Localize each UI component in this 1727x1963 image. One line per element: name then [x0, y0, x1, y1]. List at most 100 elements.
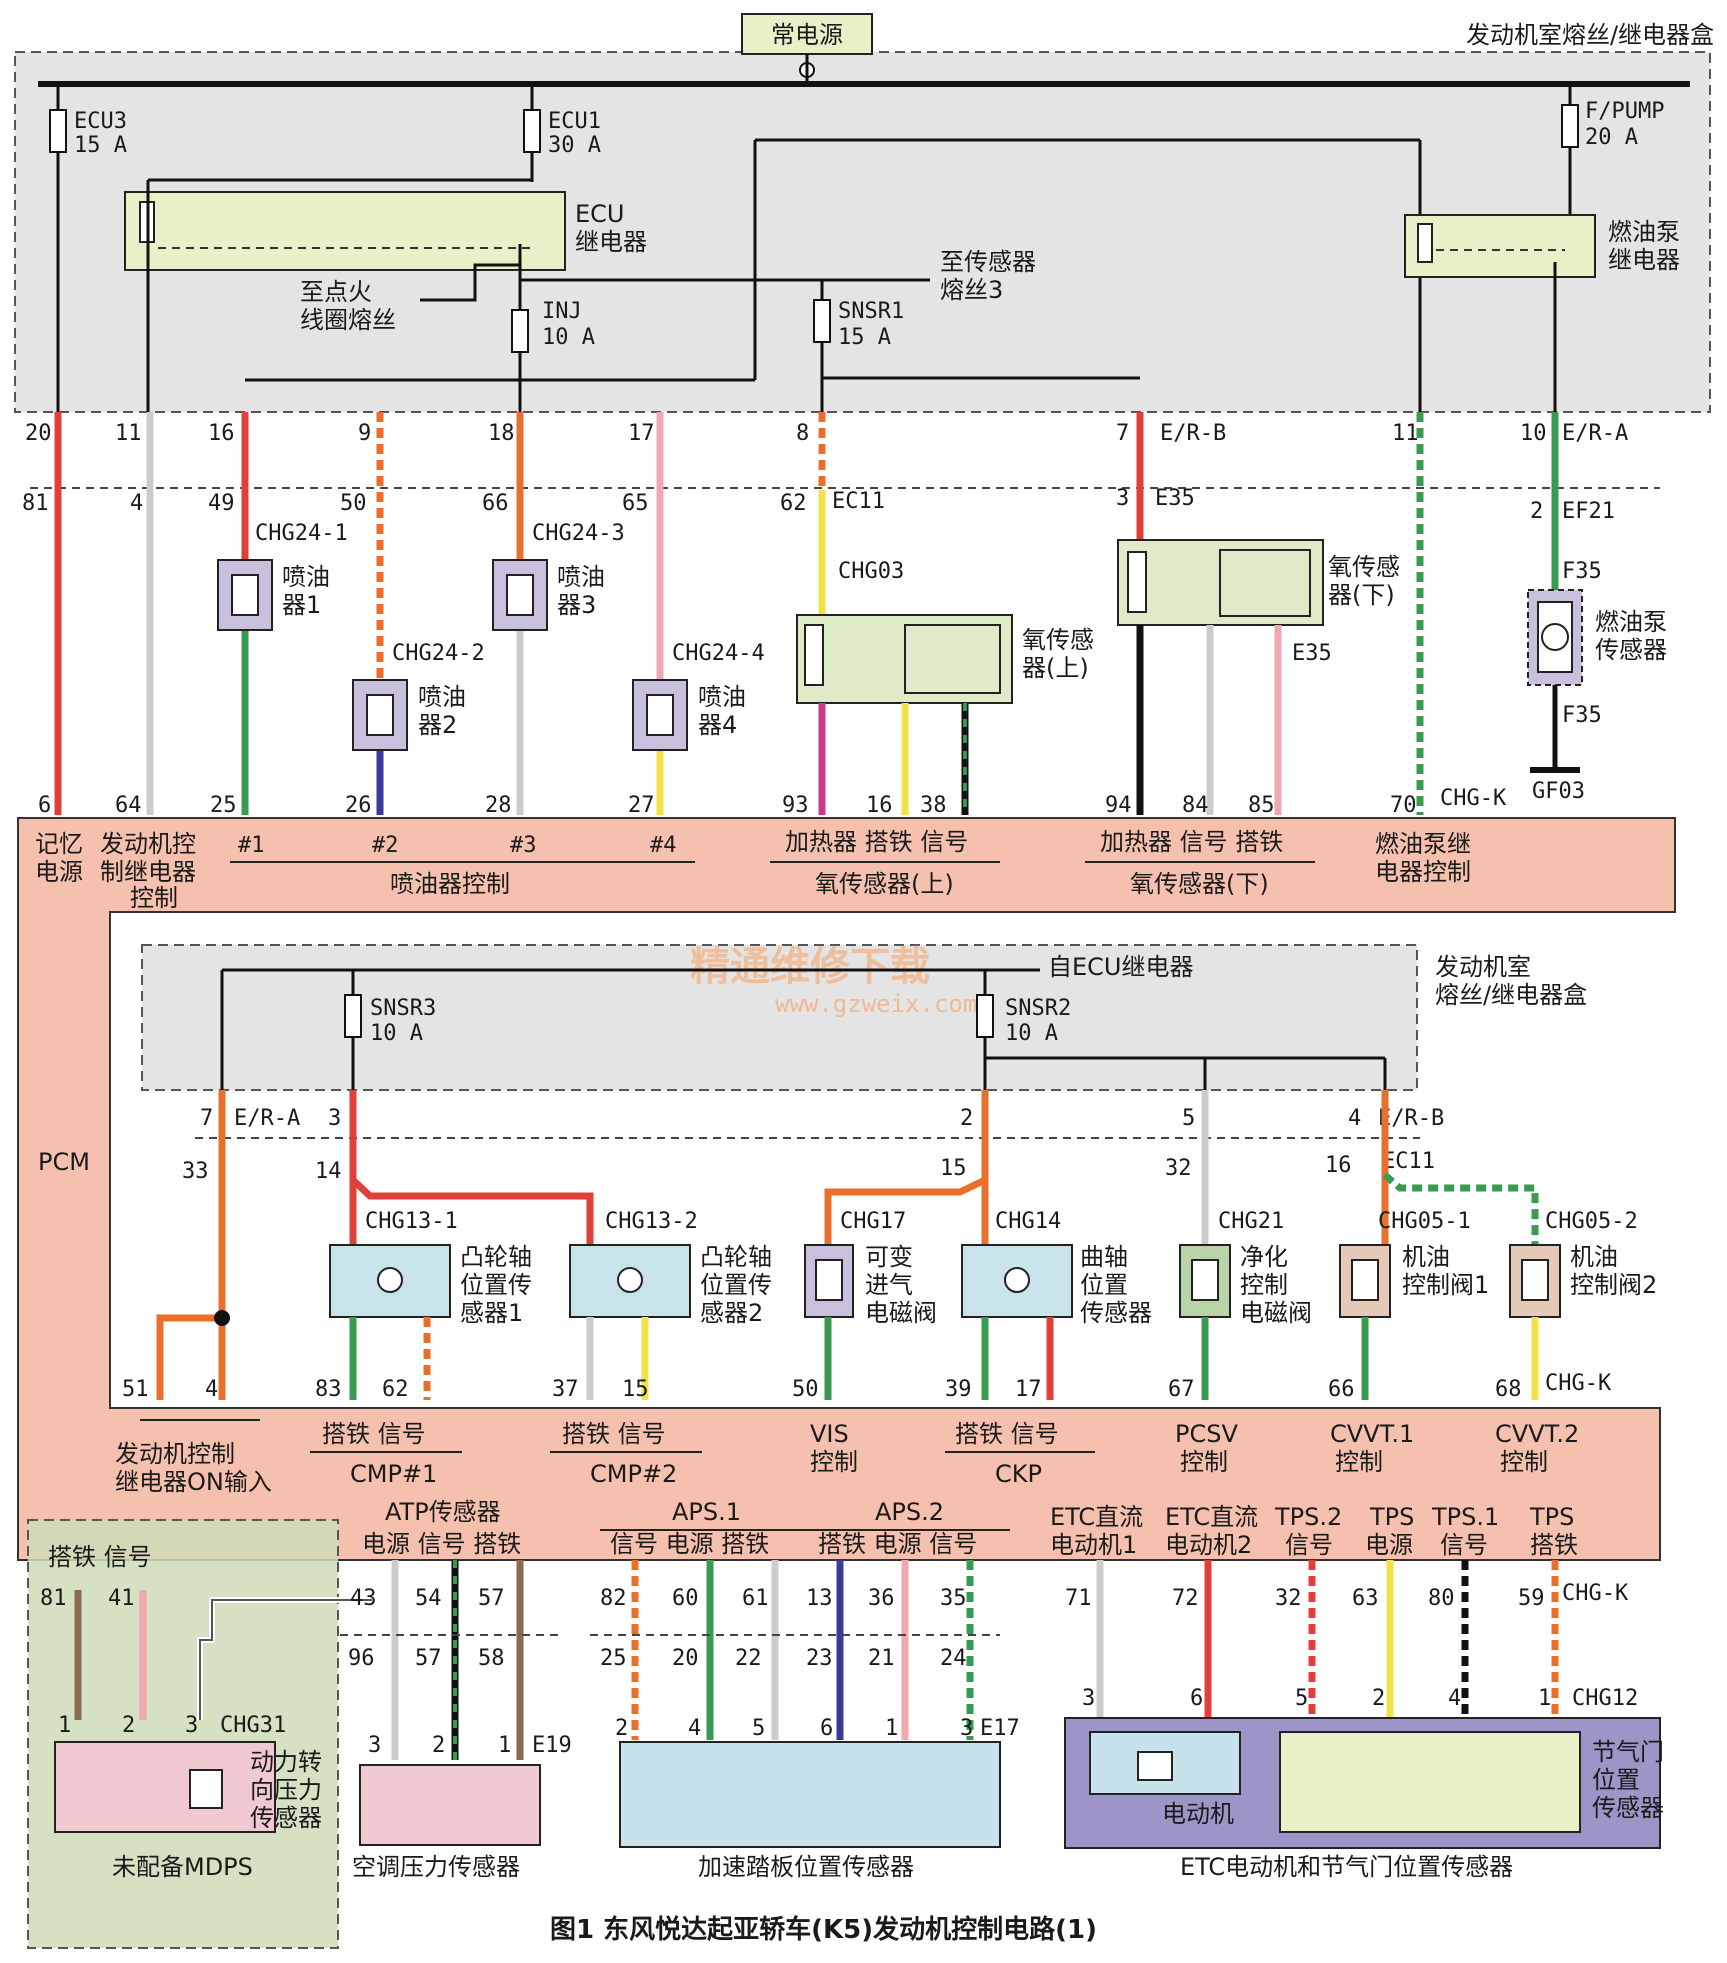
svg-text:50: 50: [340, 491, 367, 516]
svg-text:35: 35: [940, 1586, 967, 1611]
ecu-relay-label-1: ECU: [575, 200, 625, 228]
svg-text:CHG31: CHG31: [220, 1713, 286, 1738]
svg-text:66: 66: [482, 491, 509, 516]
svg-text:41: 41: [108, 1586, 135, 1611]
svg-text:E35: E35: [1292, 641, 1332, 666]
svg-text:67: 67: [1168, 1377, 1195, 1402]
svg-text:电磁阀: 电磁阀: [1240, 1299, 1312, 1327]
svg-text:继电器ON输入: 继电器ON输入: [115, 1468, 272, 1496]
svg-text:68: 68: [1495, 1377, 1522, 1402]
aps-pins: 82 60 61 13 36 35 25 20 22 23 21 24 2 4 …: [600, 1586, 1020, 1741]
svg-text:85: 85: [1248, 793, 1275, 818]
svg-text:电器控制: 电器控制: [1375, 858, 1471, 886]
svg-text:15: 15: [940, 1156, 967, 1181]
mdps-sensor: 动力转 向压力 传感器: [54, 1741, 322, 1833]
svg-text:1: 1: [498, 1733, 511, 1758]
svg-text:32: 32: [1275, 1586, 1302, 1611]
svg-text:CVVT.2: CVVT.2: [1495, 1420, 1579, 1448]
pump-relay-label-1: 燃油泵: [1608, 218, 1680, 246]
svg-text:制继电器: 制继电器: [100, 858, 196, 886]
svg-text:5: 5: [1182, 1106, 1195, 1131]
svg-text:VIS: VIS: [810, 1420, 849, 1448]
svg-text:6: 6: [820, 1716, 833, 1741]
svg-text:控制阀1: 控制阀1: [1402, 1271, 1489, 1299]
ecu-relay-label-2: 继电器: [575, 228, 647, 256]
fuel-pump-relay: [1404, 214, 1596, 278]
svg-text:TPS.1: TPS.1: [1431, 1503, 1499, 1531]
mid-pins: 7 E/R-A 3 2 5 4 E/R-B 33 14 15 32 16 EC1…: [182, 1106, 1444, 1184]
svg-text:器1: 器1: [282, 591, 321, 619]
svg-text:80: 80: [1428, 1586, 1455, 1611]
svg-text:电源: 电源: [35, 858, 83, 886]
svg-text:CHG-K: CHG-K: [1440, 786, 1507, 811]
svg-text:EC11: EC11: [1382, 1149, 1435, 1174]
svg-text:CHG05-1: CHG05-1: [1378, 1209, 1471, 1234]
svg-text:81: 81: [40, 1586, 67, 1611]
svg-text:21: 21: [868, 1646, 895, 1671]
svg-text:2: 2: [1372, 1686, 1385, 1711]
svg-text:4: 4: [1448, 1686, 1461, 1711]
oil-valve-1: CHG05-1 机油 控制阀1: [1339, 1209, 1489, 1318]
svg-text:5: 5: [752, 1716, 765, 1741]
injector-2: CHG24-2 喷油 器2: [352, 641, 485, 751]
o2-sensor-lower: 氧传感 器(下) E35: [1117, 539, 1400, 666]
svg-text:加热器 搭铁 信号: 加热器 搭铁 信号: [785, 828, 968, 856]
mdps-area: [27, 1519, 339, 1949]
svg-text:SNSR2: SNSR2: [1005, 996, 1071, 1021]
svg-text:36: 36: [868, 1586, 895, 1611]
svg-text:ETC直流: ETC直流: [1165, 1503, 1258, 1531]
svg-text:15: 15: [622, 1377, 649, 1402]
svg-text:E/R-A: E/R-A: [1562, 421, 1628, 446]
ac-caption: 空调压力传感器: [352, 1853, 520, 1881]
svg-text:位置: 位置: [1080, 1271, 1128, 1299]
svg-text:2: 2: [1530, 499, 1543, 524]
figure-caption: 图1 东风悦达起亚轿车(K5)发动机控制电路(1): [550, 1914, 1097, 1945]
aps-caption: 加速踏板位置传感器: [698, 1853, 914, 1881]
svg-text:燃油泵继: 燃油泵继: [1375, 830, 1471, 858]
svg-text:4: 4: [205, 1377, 218, 1402]
svg-text:PCSV: PCSV: [1175, 1420, 1238, 1448]
svg-text:燃油泵: 燃油泵: [1595, 608, 1667, 636]
svg-text:61: 61: [742, 1586, 769, 1611]
svg-text:57: 57: [478, 1586, 505, 1611]
svg-text:28: 28: [485, 793, 512, 818]
svg-text:控制: 控制: [1180, 1448, 1228, 1476]
svg-text:信号 电源 搭铁: 信号 电源 搭铁: [610, 1530, 769, 1558]
cam-sensor-1: CHG13-1 凸轮轴 位置传 感器1: [329, 1209, 532, 1327]
fuse-ecu1: ECU1 30 A: [523, 84, 601, 182]
svg-text:喷油: 喷油: [698, 683, 746, 711]
svg-text:进气: 进气: [865, 1271, 913, 1299]
svg-text:96: 96: [348, 1646, 375, 1671]
svg-text:59: 59: [1518, 1586, 1545, 1611]
aps-sensor: [619, 1741, 1001, 1848]
crank-sensor: CHG14 曲轴 位置 传感器: [961, 1209, 1152, 1327]
injector-1: CHG24-1 喷油 器1: [217, 521, 348, 631]
top-pin-row: 20 11 16 9 18 17 8 7 E/R-B 11 10 E/R-A: [25, 421, 1628, 446]
svg-text:7: 7: [1116, 421, 1129, 446]
svg-text:加热器 信号 搭铁: 加热器 信号 搭铁: [1100, 828, 1283, 856]
svg-text:器(下): 器(下): [1328, 581, 1395, 609]
oil-valve-2: CHG05-2 机油 控制阀2: [1509, 1209, 1657, 1318]
svg-text:CHG13-2: CHG13-2: [605, 1209, 698, 1234]
o2-sensor-upper: CHG03 氧传感 器(上): [796, 559, 1094, 704]
svg-text:发动机控制: 发动机控制: [115, 1440, 235, 1468]
svg-text:电磁阀: 电磁阀: [865, 1299, 937, 1327]
svg-text:搭铁 信号: 搭铁 信号: [322, 1420, 426, 1448]
svg-text:62: 62: [382, 1377, 409, 1402]
svg-text:凸轮轴: 凸轮轴: [460, 1243, 532, 1271]
svg-text:ATP传感器: ATP传感器: [385, 1498, 501, 1526]
svg-text:传感器: 传感器: [1595, 636, 1667, 664]
watermark-url: www.gzweix.com: [775, 990, 977, 1018]
svg-text:CHG05-2: CHG05-2: [1545, 1209, 1638, 1234]
svg-text:器(上): 器(上): [1022, 654, 1089, 682]
svg-text:GF03: GF03: [1532, 779, 1585, 804]
svg-text:1: 1: [58, 1713, 71, 1738]
svg-text:5: 5: [1295, 1686, 1308, 1711]
svg-text:49: 49: [208, 491, 235, 516]
pcm-top-pins: 6 64 25 26 28 27 93 16 38 94 84 85 70 CH…: [38, 786, 1507, 818]
ac-pins: 43 54 57 96 57 58 3 2 1 E19: [348, 1586, 572, 1758]
tps-label-3: 传感器: [1592, 1794, 1664, 1822]
svg-text:氧传感器(上): 氧传感器(上): [815, 870, 954, 898]
svg-text:11: 11: [115, 421, 142, 446]
